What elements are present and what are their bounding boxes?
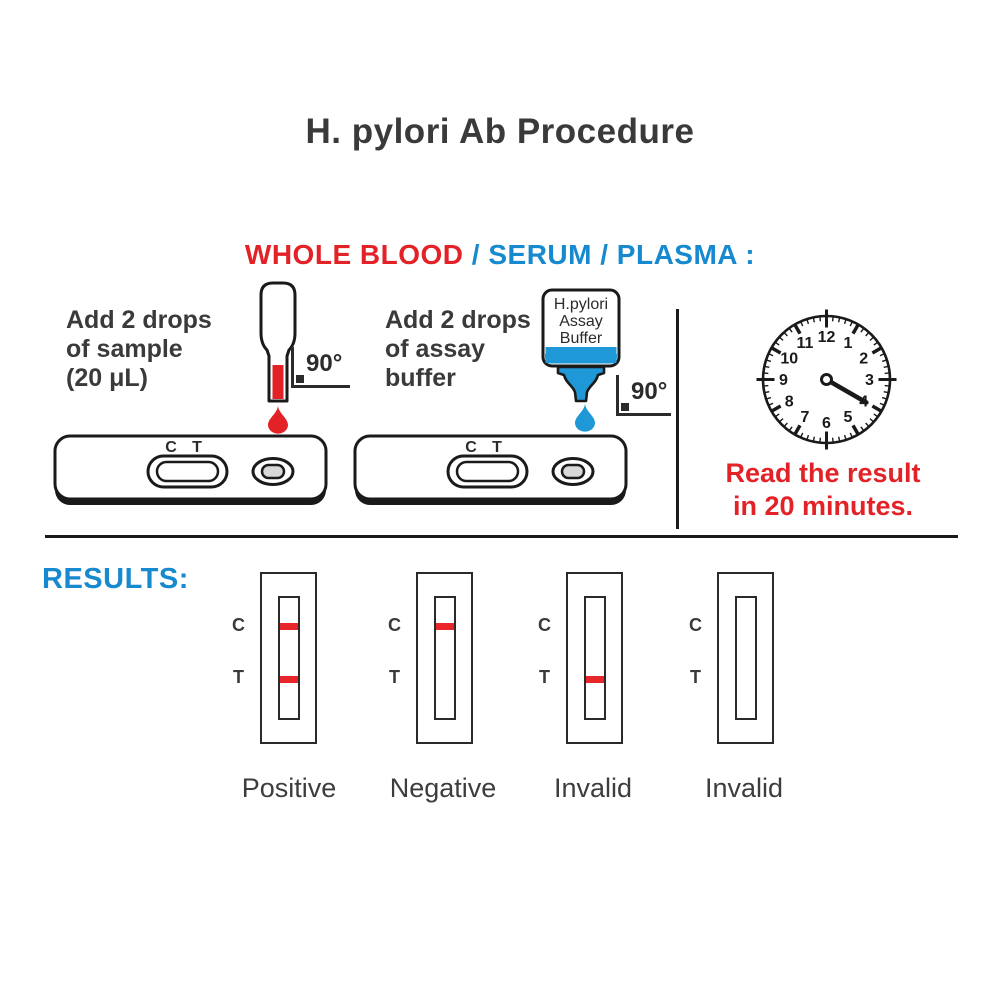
step1-line1: Add 2 drops xyxy=(66,306,212,334)
result-label-positive: Positive xyxy=(241,773,337,803)
test-cassette: C T xyxy=(53,434,328,505)
cassette-c-label: C xyxy=(465,439,477,456)
clock-number: 12 xyxy=(818,329,836,346)
step1-line2: of sample xyxy=(66,335,183,363)
test-strip-positive xyxy=(260,572,317,744)
bottle-label-line3: Buffer xyxy=(560,330,603,347)
strip1-t-label: T xyxy=(233,667,244,687)
assay-buffer-bottle-icon: H.pylori Assay Buffer xyxy=(541,288,621,403)
step1-instruction: Add 2 drops of sample (20 μL) xyxy=(66,306,212,393)
clock-number: 1 xyxy=(844,335,853,352)
result-label-negative: Negative xyxy=(389,773,497,803)
clock-number: 7 xyxy=(801,409,810,426)
test-cassette: C T xyxy=(353,434,628,505)
strip4-c-label: C xyxy=(689,615,702,635)
cassette-c-label: C xyxy=(165,439,177,456)
angle-degrees-label: 90° xyxy=(306,350,343,377)
strip-window xyxy=(277,596,300,720)
section-divider xyxy=(45,535,958,538)
test-strip-invalid-blank xyxy=(717,572,774,744)
step2-line2: of assay xyxy=(385,335,486,363)
blood-drop-icon xyxy=(268,405,288,434)
test-strip-negative xyxy=(416,572,473,744)
step2-line1: Add 2 drops xyxy=(385,306,531,334)
angle-corner-square xyxy=(621,403,629,411)
vertical-divider xyxy=(676,309,679,529)
strip3-t-label: T xyxy=(539,667,550,687)
clock-icon: 123456789101112 xyxy=(756,309,897,450)
test-line xyxy=(585,676,604,683)
read-result-line1: Read the result xyxy=(725,458,921,488)
strip3-c-label: C xyxy=(538,615,551,635)
bottle-label-line1: H.pylori xyxy=(554,296,608,313)
bottle-label-line2: Assay xyxy=(559,313,603,330)
angle-corner-square xyxy=(296,375,304,383)
clock-number: 9 xyxy=(779,372,788,389)
read-result-caption: Read the result in 20 minutes. xyxy=(693,457,953,523)
clock-number: 8 xyxy=(785,394,794,411)
specimen-whole-blood-text: WHOLE BLOOD xyxy=(244,239,472,270)
page-title: H. pylori Ab Procedure xyxy=(305,112,695,151)
results-heading: RESULTS: xyxy=(42,563,189,595)
read-result-line2: in 20 minutes. xyxy=(732,491,914,521)
clock-number: 10 xyxy=(780,351,798,368)
test-line xyxy=(279,676,298,683)
strip-window xyxy=(583,596,606,720)
strip4-t-label: T xyxy=(690,667,701,687)
step2-line3: buffer xyxy=(385,364,456,392)
step2-instruction: Add 2 drops of assay buffer xyxy=(385,306,531,393)
result-label-invalid: Invalid xyxy=(553,773,633,803)
buffer-drop-icon xyxy=(575,403,595,432)
strip1-c-label: C xyxy=(232,615,245,635)
angle-degrees-label: 90° xyxy=(631,378,668,405)
strip2-t-label: T xyxy=(389,667,400,687)
specimen-type-header: WHOLE BLOOD / SERUM / PLASMA : xyxy=(0,239,1000,271)
cassette-t-label: T xyxy=(492,439,502,456)
clock-hand xyxy=(824,377,869,405)
sample-dropper-icon xyxy=(259,281,297,403)
clock-center-dot xyxy=(820,373,833,386)
clock-number: 3 xyxy=(865,372,874,389)
control-line xyxy=(435,623,454,630)
clock-number: 11 xyxy=(797,335,814,352)
strip-window xyxy=(734,596,757,720)
specimen-serum-plasma-text: / SERUM / PLASMA : xyxy=(471,239,756,270)
clock-number: 6 xyxy=(822,415,831,432)
strip-window xyxy=(433,596,456,720)
control-line xyxy=(279,623,298,630)
clock-number: 5 xyxy=(844,409,853,426)
step1-line3: (20 μL) xyxy=(66,364,148,392)
clock-number: 2 xyxy=(859,351,868,368)
cassette-t-label: T xyxy=(192,439,202,456)
strip2-c-label: C xyxy=(388,615,401,635)
result-label-invalid: Invalid xyxy=(704,773,784,803)
angle-90-marker: 90° xyxy=(616,375,671,416)
test-strip-invalid-t-only xyxy=(566,572,623,744)
angle-90-marker: 90° xyxy=(291,347,350,388)
